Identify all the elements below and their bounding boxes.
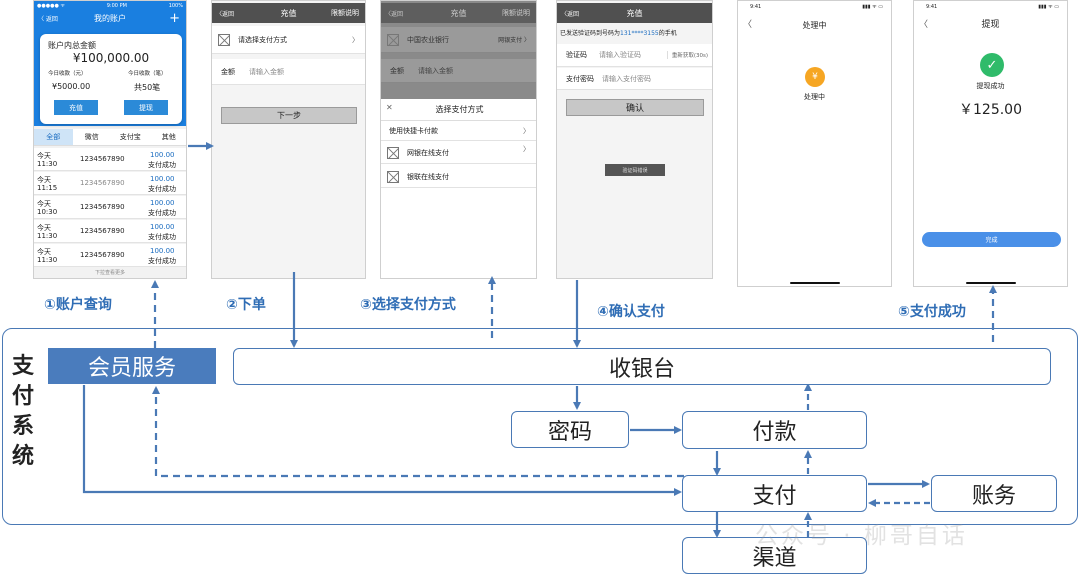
pay-password-field[interactable]: 支付密码 请输入支付密码 bbox=[557, 68, 712, 90]
option-quick-card[interactable]: 使用快捷卡付款 〉 bbox=[381, 121, 536, 141]
phone-choose-method: 〈返回 充值 限额说明 中国农业银行 网银支付 〉 金额 请输入金额 ✕ 选择支… bbox=[380, 0, 537, 279]
arrow-pay-to-member bbox=[152, 386, 684, 478]
node-cashier: 收银台 bbox=[233, 348, 1051, 385]
back-button[interactable]: 〈返回 bbox=[216, 10, 235, 18]
balance-label: 账户内总金额 bbox=[48, 41, 96, 50]
node-payment: 付款 bbox=[682, 411, 867, 449]
coin-icon: ¥ bbox=[805, 67, 825, 87]
node-account: 账务 bbox=[931, 475, 1057, 512]
home-indicator bbox=[966, 282, 1016, 284]
list-footer: 下拉查看更多 bbox=[94, 270, 125, 276]
amount-field[interactable]: 金额 请输入金额 bbox=[381, 59, 536, 83]
arrow-member-to-pay bbox=[82, 385, 682, 496]
balance-value: ¥100,000.00 bbox=[72, 51, 150, 65]
tab-wechat[interactable]: 微信 bbox=[84, 133, 99, 141]
step-4-label: ④确认支付 bbox=[597, 304, 665, 320]
option-online-bank[interactable]: 网银在线支付 〉 bbox=[381, 142, 536, 164]
step-3-label: ③选择支付方式 bbox=[360, 297, 456, 313]
today-count-label: 今日收款（笔） bbox=[128, 71, 167, 77]
success-status: 提现成功 bbox=[976, 82, 1005, 90]
check-icon: ✓ bbox=[980, 53, 1004, 77]
processing-status: 处理中 bbox=[804, 93, 825, 101]
amount-value: ￥125.00 bbox=[959, 102, 1022, 118]
page-title: 我的账户 bbox=[94, 13, 126, 23]
nav-bar: 〈 返回 我的账户 + bbox=[34, 10, 186, 26]
chevron-right-icon: 〉 bbox=[523, 126, 530, 135]
tab-other[interactable]: 其他 bbox=[161, 133, 176, 141]
sheet-title: 选择支付方式 bbox=[435, 105, 484, 114]
back-icon[interactable]: 〈 bbox=[919, 20, 929, 30]
phone-processing: 9:41 ▮▮▮ ᯤ ▭ 〈 处理中 ¥ 处理中 bbox=[737, 0, 892, 287]
close-icon[interactable]: ✕ bbox=[386, 103, 393, 112]
status-bar: ●●●●● ᯤ 9:00 PM 100% bbox=[34, 1, 186, 10]
plus-icon[interactable]: + bbox=[169, 10, 180, 26]
list-item[interactable]: 今天 10:30 1234567890 100.00 支付成功 bbox=[34, 196, 186, 219]
step-1-label: ①账户查询 bbox=[44, 297, 112, 313]
limit-help-link[interactable]: 限额说明 bbox=[331, 9, 359, 17]
nav-bar: 〈返回 充值 限额说明 bbox=[381, 3, 536, 23]
tab-alipay[interactable]: 支付宝 bbox=[119, 133, 141, 141]
done-button[interactable]: 完成 bbox=[922, 232, 1061, 247]
signal-icon: ▮▮▮ ᯤ ▭ bbox=[862, 4, 883, 10]
error-toast: 验证码错误 bbox=[605, 164, 665, 176]
nav-bar: 〈返回 充值 bbox=[557, 3, 712, 23]
unionpay-placeholder-icon bbox=[387, 170, 399, 183]
signal-icon: ▮▮▮ ᯤ ▭ bbox=[1038, 4, 1059, 10]
bank-logo-placeholder-icon bbox=[387, 33, 399, 46]
page-title: 提现 bbox=[981, 20, 1000, 30]
sms-notice: 已发送验证码到号码为131****3155的手机 bbox=[560, 30, 677, 37]
bank-logo-placeholder-icon bbox=[218, 33, 230, 46]
list-item[interactable]: 今天 11:15 1234567890 100.00 支付成功 bbox=[34, 172, 186, 195]
page-title: 处理中 bbox=[802, 21, 827, 30]
resend-code-button[interactable]: 重新获取(30s) bbox=[666, 51, 708, 59]
page-title: 充值 bbox=[280, 8, 297, 18]
selected-bank-row[interactable]: 中国农业银行 网银支付 〉 bbox=[381, 27, 536, 53]
amount-field[interactable]: 金额 请输入金额 bbox=[212, 59, 365, 85]
tab-bar: 全部 微信 支付宝 其他 bbox=[34, 129, 186, 146]
online-bank-placeholder-icon bbox=[387, 146, 399, 159]
node-channel: 渠道 bbox=[682, 537, 867, 574]
chevron-right-icon: 〉 bbox=[352, 35, 359, 44]
node-pay: 支付 bbox=[682, 475, 867, 512]
list-item[interactable]: 今天 11:30 1234567890 100.00 支付成功 bbox=[34, 148, 186, 171]
back-button[interactable]: 〈返回 bbox=[385, 10, 404, 18]
back-button[interactable]: 〈 返回 bbox=[38, 15, 58, 23]
option-unionpay[interactable]: 银联在线支付 bbox=[381, 166, 536, 188]
phone-recharge: 〈返回 充值 限额说明 请选择支付方式 〉 金额 请输入金额 下一步 bbox=[211, 0, 366, 279]
nav-bar: 〈返回 充值 限额说明 bbox=[212, 3, 365, 23]
tab-all[interactable]: 全部 bbox=[34, 129, 73, 145]
code-field[interactable]: 验证码 请输入验证码 重新获取(30s) bbox=[557, 44, 712, 67]
today-count: 共50笔 bbox=[134, 83, 161, 92]
step-2-label: ②下单 bbox=[226, 297, 266, 313]
phone-success: 9:41 ▮▮▮ ᯤ ▭ 〈 提现 ✓ 提现成功 ￥125.00 完成 bbox=[913, 0, 1068, 287]
back-icon[interactable]: 〈 bbox=[743, 20, 753, 30]
list-item[interactable]: 今天 11:30 1234567890 100.00 支付成功 bbox=[34, 220, 186, 243]
confirm-button[interactable]: 确认 bbox=[566, 99, 704, 116]
back-button[interactable]: 〈返回 bbox=[561, 10, 580, 18]
node-password: 密码 bbox=[511, 411, 629, 448]
withdraw-button[interactable]: 提现 bbox=[124, 100, 168, 115]
home-indicator bbox=[790, 282, 840, 284]
step-5-label: ⑤支付成功 bbox=[898, 304, 966, 320]
page-title: 充值 bbox=[450, 8, 467, 18]
pay-method-select[interactable]: 请选择支付方式 〉 bbox=[212, 26, 365, 54]
today-income: ¥5000.00 bbox=[52, 82, 91, 91]
next-button[interactable]: 下一步 bbox=[221, 107, 357, 124]
list-item[interactable]: 今天 11:30 1234567890 100.00 支付成功 bbox=[34, 244, 186, 267]
recharge-button[interactable]: 充值 bbox=[54, 100, 98, 115]
limit-help-link[interactable]: 限额说明 bbox=[502, 9, 530, 17]
payment-system-label: 支 付 系 统 bbox=[11, 354, 34, 469]
today-income-label: 今日收款（元） bbox=[48, 71, 87, 77]
watermark: 公众号 · 柳哥自话 bbox=[755, 523, 968, 549]
phone-account: ●●●●● ᯤ 9:00 PM 100% 〈 返回 我的账户 + 账户内总金额 … bbox=[33, 0, 187, 279]
page-title: 充值 bbox=[626, 8, 643, 18]
chevron-right-icon: 〉 bbox=[523, 145, 530, 153]
balance-card: 账户内总金额 ¥100,000.00 今日收款（元） 今日收款（笔） ¥5000… bbox=[40, 34, 182, 124]
sheet-header: ✕ 选择支付方式 bbox=[381, 99, 536, 121]
phone-confirm-pay: 〈返回 充值 已发送验证码到号码为131****3155的手机 验证码 请输入验… bbox=[556, 0, 713, 279]
payment-system-container bbox=[2, 328, 1078, 525]
node-member-service: 会员服务 bbox=[48, 348, 216, 384]
